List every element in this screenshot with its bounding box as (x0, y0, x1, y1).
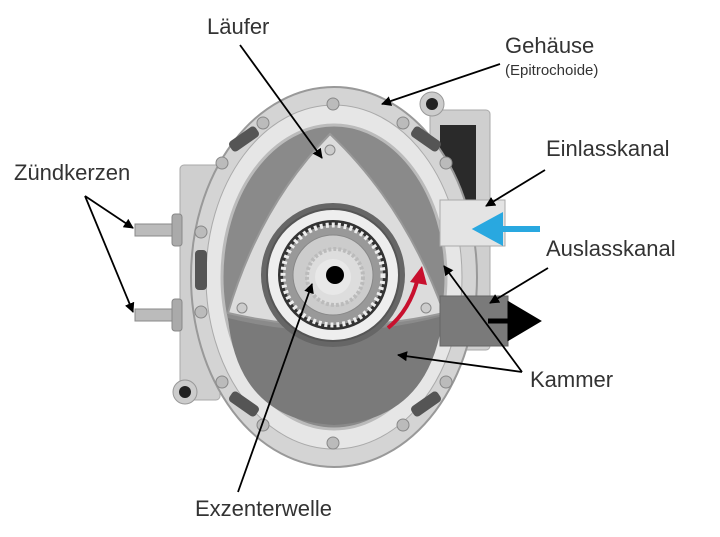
label-rotor: Läufer (207, 14, 270, 39)
spark-plug-top (134, 213, 183, 247)
gear-assembly (261, 203, 405, 347)
shaft-center (326, 266, 344, 284)
intake-arrow (471, 211, 540, 247)
label-spark-plugs: Zündkerzen (14, 160, 131, 185)
exhaust-arrow (488, 300, 542, 342)
label-exhaust: Auslasskanal (546, 236, 676, 261)
label-intake: Einlasskanal (546, 136, 670, 161)
label-housing: Gehäuse (505, 33, 595, 58)
label-chamber: Kammer (530, 367, 614, 392)
leader-lines (84, 44, 549, 493)
label-housing-sub: (Epitrochoide) (505, 62, 599, 79)
label-shaft: Exzenterwelle (195, 496, 332, 521)
chamber-lower (228, 316, 443, 425)
spark-plug-bottom (134, 298, 183, 332)
rotation-arrow (386, 277, 420, 330)
